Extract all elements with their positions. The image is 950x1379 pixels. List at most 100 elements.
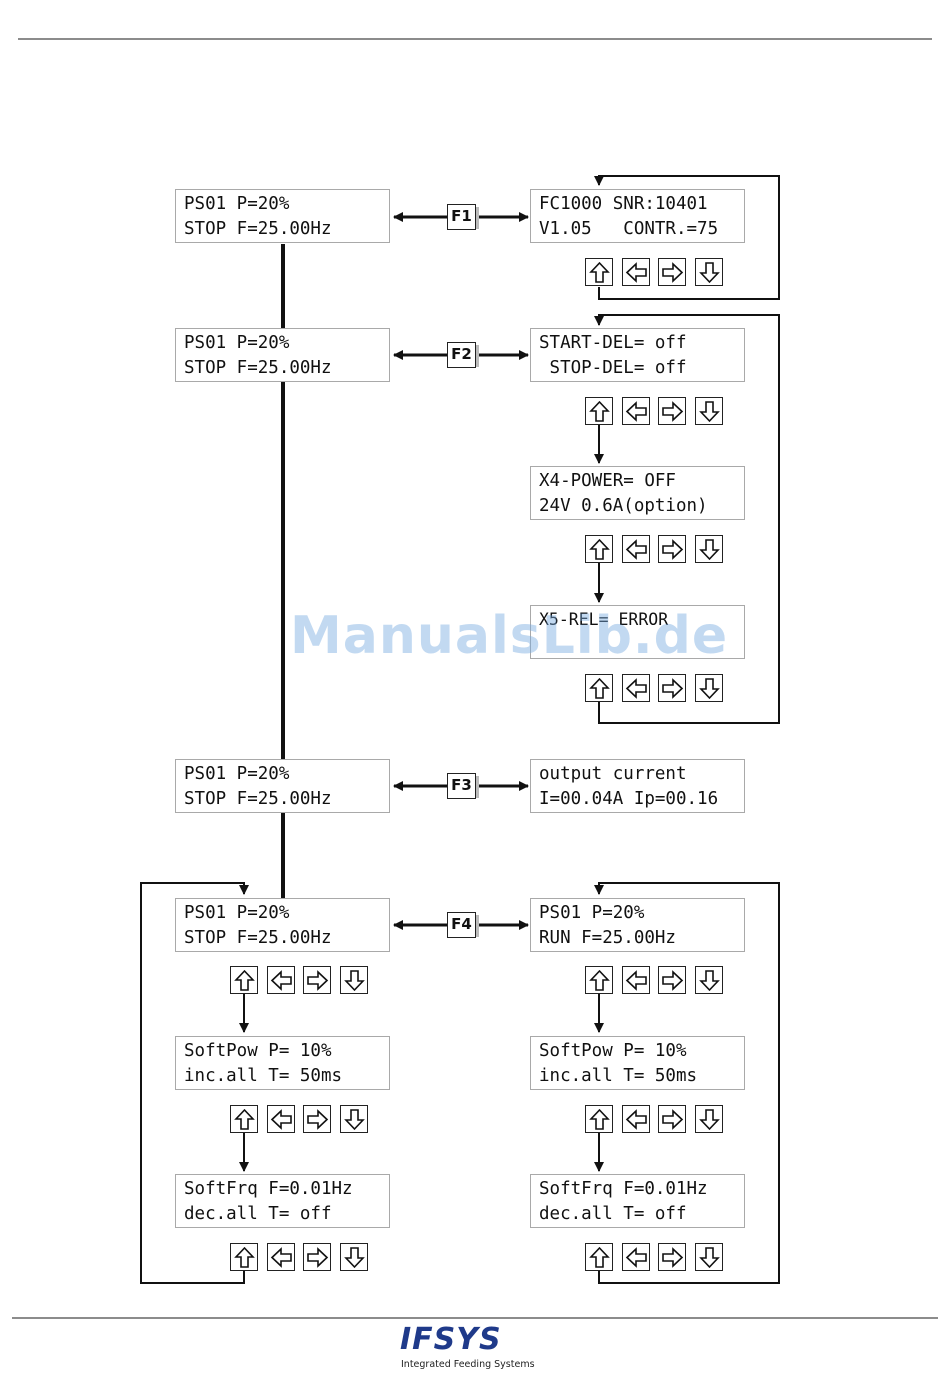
lcd-line-2: inc.all T= 50ms	[184, 1066, 343, 1086]
arrow-up-icon	[589, 400, 610, 422]
arrow-right-icon	[662, 539, 684, 560]
lcd-line-1: PS01 P=20%	[184, 194, 290, 214]
lcd-line-2: STOP F=25.00Hz	[184, 358, 332, 378]
arrow-down-key	[694, 397, 723, 425]
arrow-down-icon	[698, 1247, 720, 1269]
arrow-up-icon	[234, 1108, 255, 1130]
arrow-down-key	[694, 674, 723, 702]
ifsys-logo: IFSYS Integrated Feeding Systems	[400, 1322, 550, 1372]
lcd-line-1: SoftPow P= 10%	[539, 1041, 687, 1061]
lcd-main-f2: PS01 P=20% STOP F=25.00Hz	[175, 328, 390, 382]
arrow-right-key	[658, 1105, 686, 1133]
arrow-down-key	[339, 966, 368, 994]
arrow-down-icon	[343, 970, 365, 992]
arrow-left-icon	[625, 539, 647, 560]
lcd-line-2: STOP F=25.00Hz	[184, 928, 332, 948]
lcd-output-current: output current I=00.04A Ip=00.16	[530, 759, 745, 813]
lcd-line-2: STOP F=25.00Hz	[184, 219, 332, 239]
top-rule	[18, 38, 932, 40]
f3-key: F3	[447, 773, 479, 799]
f1-key: F1	[447, 204, 479, 230]
arrow-down-icon	[698, 1109, 720, 1131]
arrow-right-icon	[662, 1247, 684, 1268]
arrow-left-key	[621, 674, 650, 702]
lcd-line-1: PS01 P=20%	[184, 903, 290, 923]
lcd-line-2: dec.all T= off	[539, 1204, 687, 1224]
arrow-up-key	[585, 1243, 613, 1271]
lcd-softfrq-run: SoftFrq F=0.01Hz dec.all T= off	[530, 1174, 745, 1228]
arrow-down-key	[694, 1243, 723, 1271]
arrow-up-key	[230, 1105, 258, 1133]
lcd-line-2: STOP-DEL= off	[539, 358, 687, 378]
arrow-right-key	[658, 397, 686, 425]
lcd-line-2: I=00.04A Ip=00.16	[539, 789, 719, 809]
arrow-up-key	[585, 258, 613, 286]
arrow-up-icon	[589, 969, 610, 991]
arrow-left-icon	[625, 401, 647, 422]
lcd-line-2: STOP F=25.00Hz	[184, 789, 332, 809]
arrow-up-key	[230, 966, 258, 994]
arrow-down-icon	[698, 678, 720, 700]
arrow-down-key	[694, 1105, 723, 1133]
arrow-up-icon	[589, 1246, 610, 1268]
arrow-left-icon	[625, 678, 647, 699]
watermark: ManualsLib.de	[290, 606, 729, 666]
arrow-right-icon	[662, 1109, 684, 1130]
lcd-line-1: X5-REL= ERROR	[539, 610, 669, 629]
arrow-left-key	[266, 1105, 295, 1133]
lcd-x5-rel: X5-REL= ERROR	[530, 605, 745, 659]
arrow-up-icon	[589, 261, 610, 283]
arrow-left-icon	[270, 1109, 292, 1130]
arrow-up-icon	[589, 677, 610, 699]
arrow-right-icon	[307, 970, 329, 991]
lcd-line-1: SoftFrq F=0.01Hz	[539, 1179, 708, 1199]
arrow-up-key	[585, 397, 613, 425]
arrow-left-key	[266, 966, 295, 994]
arrow-right-key	[658, 1243, 686, 1271]
lcd-line-1: X4-POWER= OFF	[539, 471, 676, 491]
lcd-line-1: FC1000 SNR:10401	[539, 194, 708, 214]
arrow-right-icon	[307, 1109, 329, 1130]
arrow-right-icon	[662, 262, 684, 283]
arrow-up-icon	[589, 1108, 610, 1130]
lcd-main-f1: PS01 P=20% STOP F=25.00Hz	[175, 189, 390, 243]
lcd-start-del: START-DEL= off STOP-DEL= off	[530, 328, 745, 382]
arrow-right-key	[658, 966, 686, 994]
arrow-right-key	[658, 258, 686, 286]
lcd-line-1: START-DEL= off	[539, 333, 687, 353]
arrow-up-icon	[589, 538, 610, 560]
lcd-line-2: dec.all T= off	[184, 1204, 332, 1224]
logo-brand: IFSYS	[400, 1322, 502, 1357]
lcd-line-2: RUN F=25.00Hz	[539, 928, 676, 948]
lcd-main-f3: PS01 P=20% STOP F=25.00Hz	[175, 759, 390, 813]
arrow-up-key	[585, 674, 613, 702]
arrow-down-key	[694, 535, 723, 563]
arrow-right-key	[303, 1105, 331, 1133]
lcd-softpow-stop: SoftPow P= 10% inc.all T= 50ms	[175, 1036, 390, 1090]
f4-left-loop	[140, 882, 249, 1284]
f2-key: F2	[447, 342, 479, 368]
f1-loop	[594, 175, 780, 300]
arrow-down-icon	[343, 1109, 365, 1131]
arrow-down-key	[339, 1243, 368, 1271]
f4-key: F4	[447, 912, 479, 938]
arrow-left-icon	[625, 262, 647, 283]
arrow-left-key	[621, 535, 650, 563]
arrow-right-key	[303, 966, 331, 994]
arrow-down-key	[694, 966, 723, 994]
arrow-left-icon	[270, 1247, 292, 1268]
arrow-right-key	[658, 535, 686, 563]
arrow-left-icon	[625, 1247, 647, 1268]
arrow-up-key	[585, 535, 613, 563]
lcd-line-1: PS01 P=20%	[184, 333, 290, 353]
arrow-up-icon	[234, 969, 255, 991]
arrow-down-icon	[698, 401, 720, 423]
lcd-run-f4: PS01 P=20% RUN F=25.00Hz	[530, 898, 745, 952]
arrow-down-icon	[698, 970, 720, 992]
f4-right-loop	[594, 882, 780, 1284]
lcd-softpow-run: SoftPow P= 10% inc.all T= 50ms	[530, 1036, 745, 1090]
lcd-line-1: output current	[539, 764, 687, 784]
lcd-line-1: SoftPow P= 10%	[184, 1041, 332, 1061]
arrow-right-key	[303, 1243, 331, 1271]
lcd-line-1: PS01 P=20%	[184, 764, 290, 784]
